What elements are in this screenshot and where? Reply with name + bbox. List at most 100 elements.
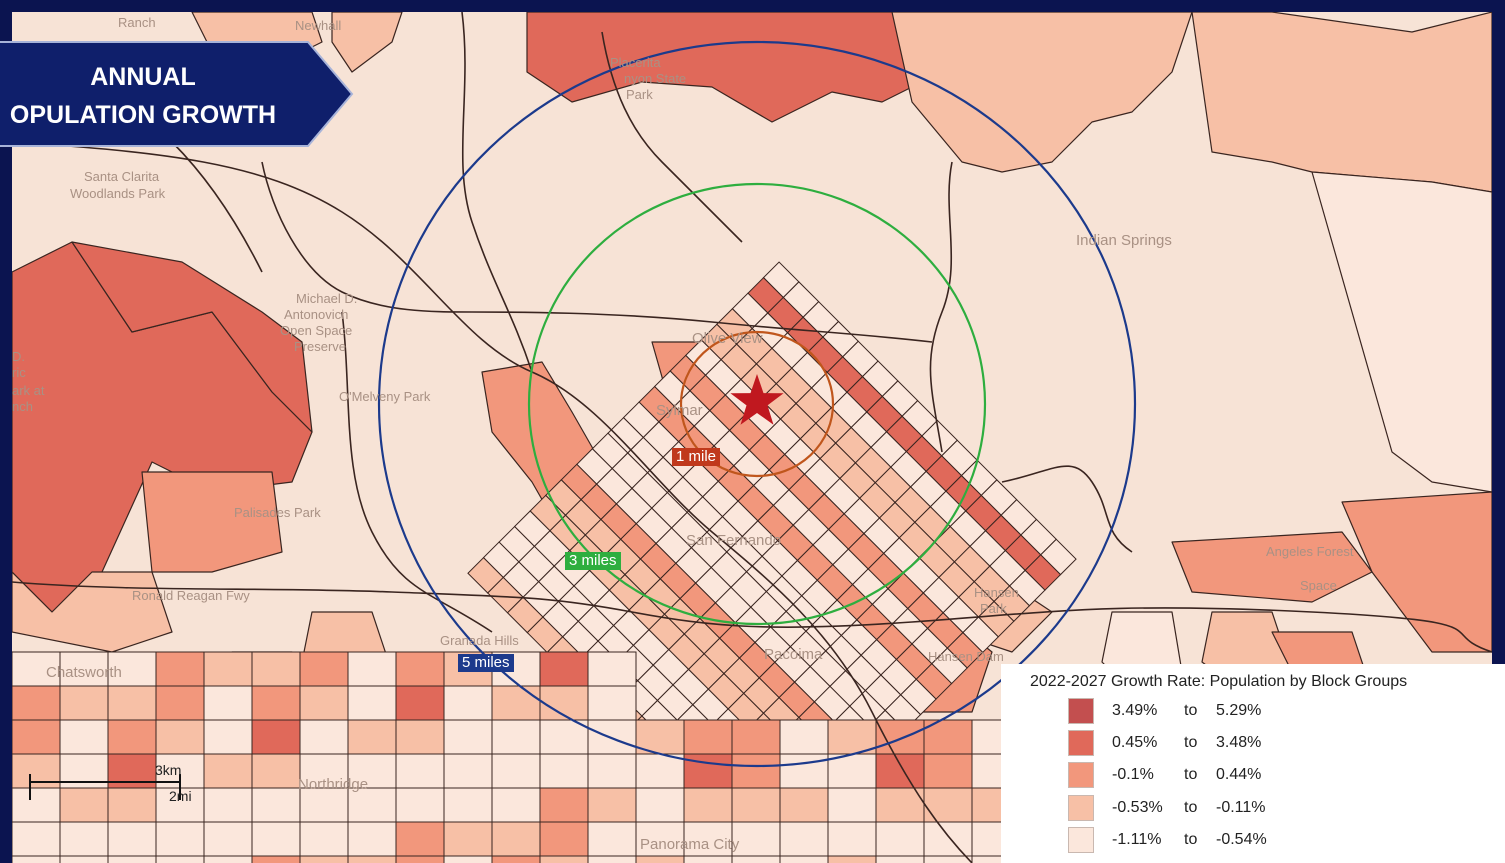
place-label: Santa Clarita	[84, 169, 160, 184]
block-group	[635, 787, 685, 823]
block-group	[443, 685, 493, 721]
road	[341, 311, 493, 633]
legend-swatch	[1068, 795, 1094, 821]
legend-swatch	[1068, 827, 1094, 853]
block-group	[141, 471, 283, 573]
place-label: D.	[12, 349, 25, 364]
place-label: Antonovich	[284, 307, 349, 322]
legend-swatch	[1068, 730, 1094, 756]
legend-row: -1.11% to -0.54%	[1068, 827, 1468, 853]
ring-label-3-miles: 3 miles	[565, 552, 621, 570]
block-group	[923, 753, 973, 789]
block-group	[107, 855, 157, 863]
block-group	[443, 787, 493, 823]
place-label: nyon State	[624, 71, 687, 86]
block-group	[923, 855, 973, 863]
place-label: Hansen	[974, 585, 1019, 600]
road	[12, 141, 973, 863]
legend-to-word: to	[1184, 702, 1198, 719]
block-group	[299, 685, 349, 721]
block-group	[251, 787, 301, 823]
radius-ring	[377, 40, 1137, 768]
block-group	[539, 651, 589, 687]
block-group	[203, 651, 253, 687]
legend-row: -0.1% to 0.44%	[1068, 762, 1468, 788]
block-group	[539, 719, 589, 755]
choropleth-map[interactable]	[12, 12, 1492, 863]
legend-row: 3.49% to 5.29%	[1068, 698, 1468, 724]
block-group	[155, 651, 205, 687]
block-group	[155, 855, 205, 863]
block-group	[203, 753, 253, 789]
place-label: Placerita	[610, 55, 661, 70]
block-group	[299, 821, 349, 857]
road	[171, 141, 263, 273]
place-label: Chatsworth	[46, 664, 122, 681]
place-label: Park	[980, 601, 1007, 616]
place-label: nch	[12, 399, 33, 414]
block-group	[491, 753, 541, 789]
block-group	[683, 855, 733, 863]
place-label: Newhall	[295, 18, 342, 33]
road	[12, 581, 1492, 653]
place-label: Olive View	[692, 330, 763, 347]
legend-to: -0.11%	[1216, 799, 1266, 816]
map-frame[interactable]: Ranch Newhall Placerita nyon State Park …	[12, 12, 1492, 863]
legend-to-word: to	[1184, 831, 1198, 848]
place-label: Michael D.	[296, 291, 358, 306]
place-label: ark at	[12, 383, 45, 398]
block-group	[1171, 531, 1373, 603]
block-group	[395, 753, 445, 789]
block-group	[299, 855, 349, 863]
place-label: Granada Hills	[440, 633, 519, 648]
block-group	[395, 719, 445, 755]
ring-label-1-mile: 1 mile	[672, 448, 721, 466]
block-group	[347, 719, 397, 755]
block-group	[299, 787, 349, 823]
block-group	[1311, 171, 1492, 493]
block-group	[971, 855, 1021, 863]
block-group	[923, 787, 973, 823]
place-label: Pacoima	[764, 646, 823, 663]
block-group	[875, 855, 925, 863]
legend-to-word: to	[1184, 766, 1198, 783]
block-group	[827, 753, 877, 789]
block-group	[683, 787, 733, 823]
legend-swatch	[1068, 762, 1094, 788]
legend-from: -1.11%	[1112, 831, 1162, 848]
block-group	[331, 12, 403, 73]
block-group	[395, 821, 445, 857]
block-group	[587, 855, 637, 863]
road	[601, 31, 743, 243]
block-group	[491, 719, 541, 755]
block-group	[683, 753, 733, 789]
block-group	[587, 753, 637, 789]
road	[929, 161, 953, 453]
star-icon	[730, 374, 784, 425]
block-group	[395, 651, 445, 687]
place-label: Sylmar	[656, 402, 703, 419]
place-label: Woodlands Park	[70, 186, 166, 201]
place-label: ric	[12, 365, 26, 380]
block-group	[539, 787, 589, 823]
block-group	[347, 821, 397, 857]
block-group	[251, 821, 301, 857]
block-group	[875, 719, 925, 755]
block-group-layer	[12, 12, 1492, 863]
legend-from: 3.49%	[1112, 702, 1158, 719]
block-group	[875, 821, 925, 857]
legend-to: 0.44%	[1216, 766, 1262, 783]
block-group	[12, 571, 173, 653]
block-group	[443, 753, 493, 789]
place-label: Northridge	[298, 776, 369, 793]
scale-km-label: 3km	[155, 762, 182, 778]
block-group	[347, 855, 397, 863]
road-layer	[12, 12, 1492, 863]
block-group	[587, 685, 637, 721]
block-group	[539, 753, 589, 789]
place-label: Angeles Forest	[1266, 544, 1354, 559]
block-group	[299, 651, 349, 687]
legend-to-word: to	[1184, 799, 1198, 816]
block-group	[731, 787, 781, 823]
block-group	[155, 685, 205, 721]
